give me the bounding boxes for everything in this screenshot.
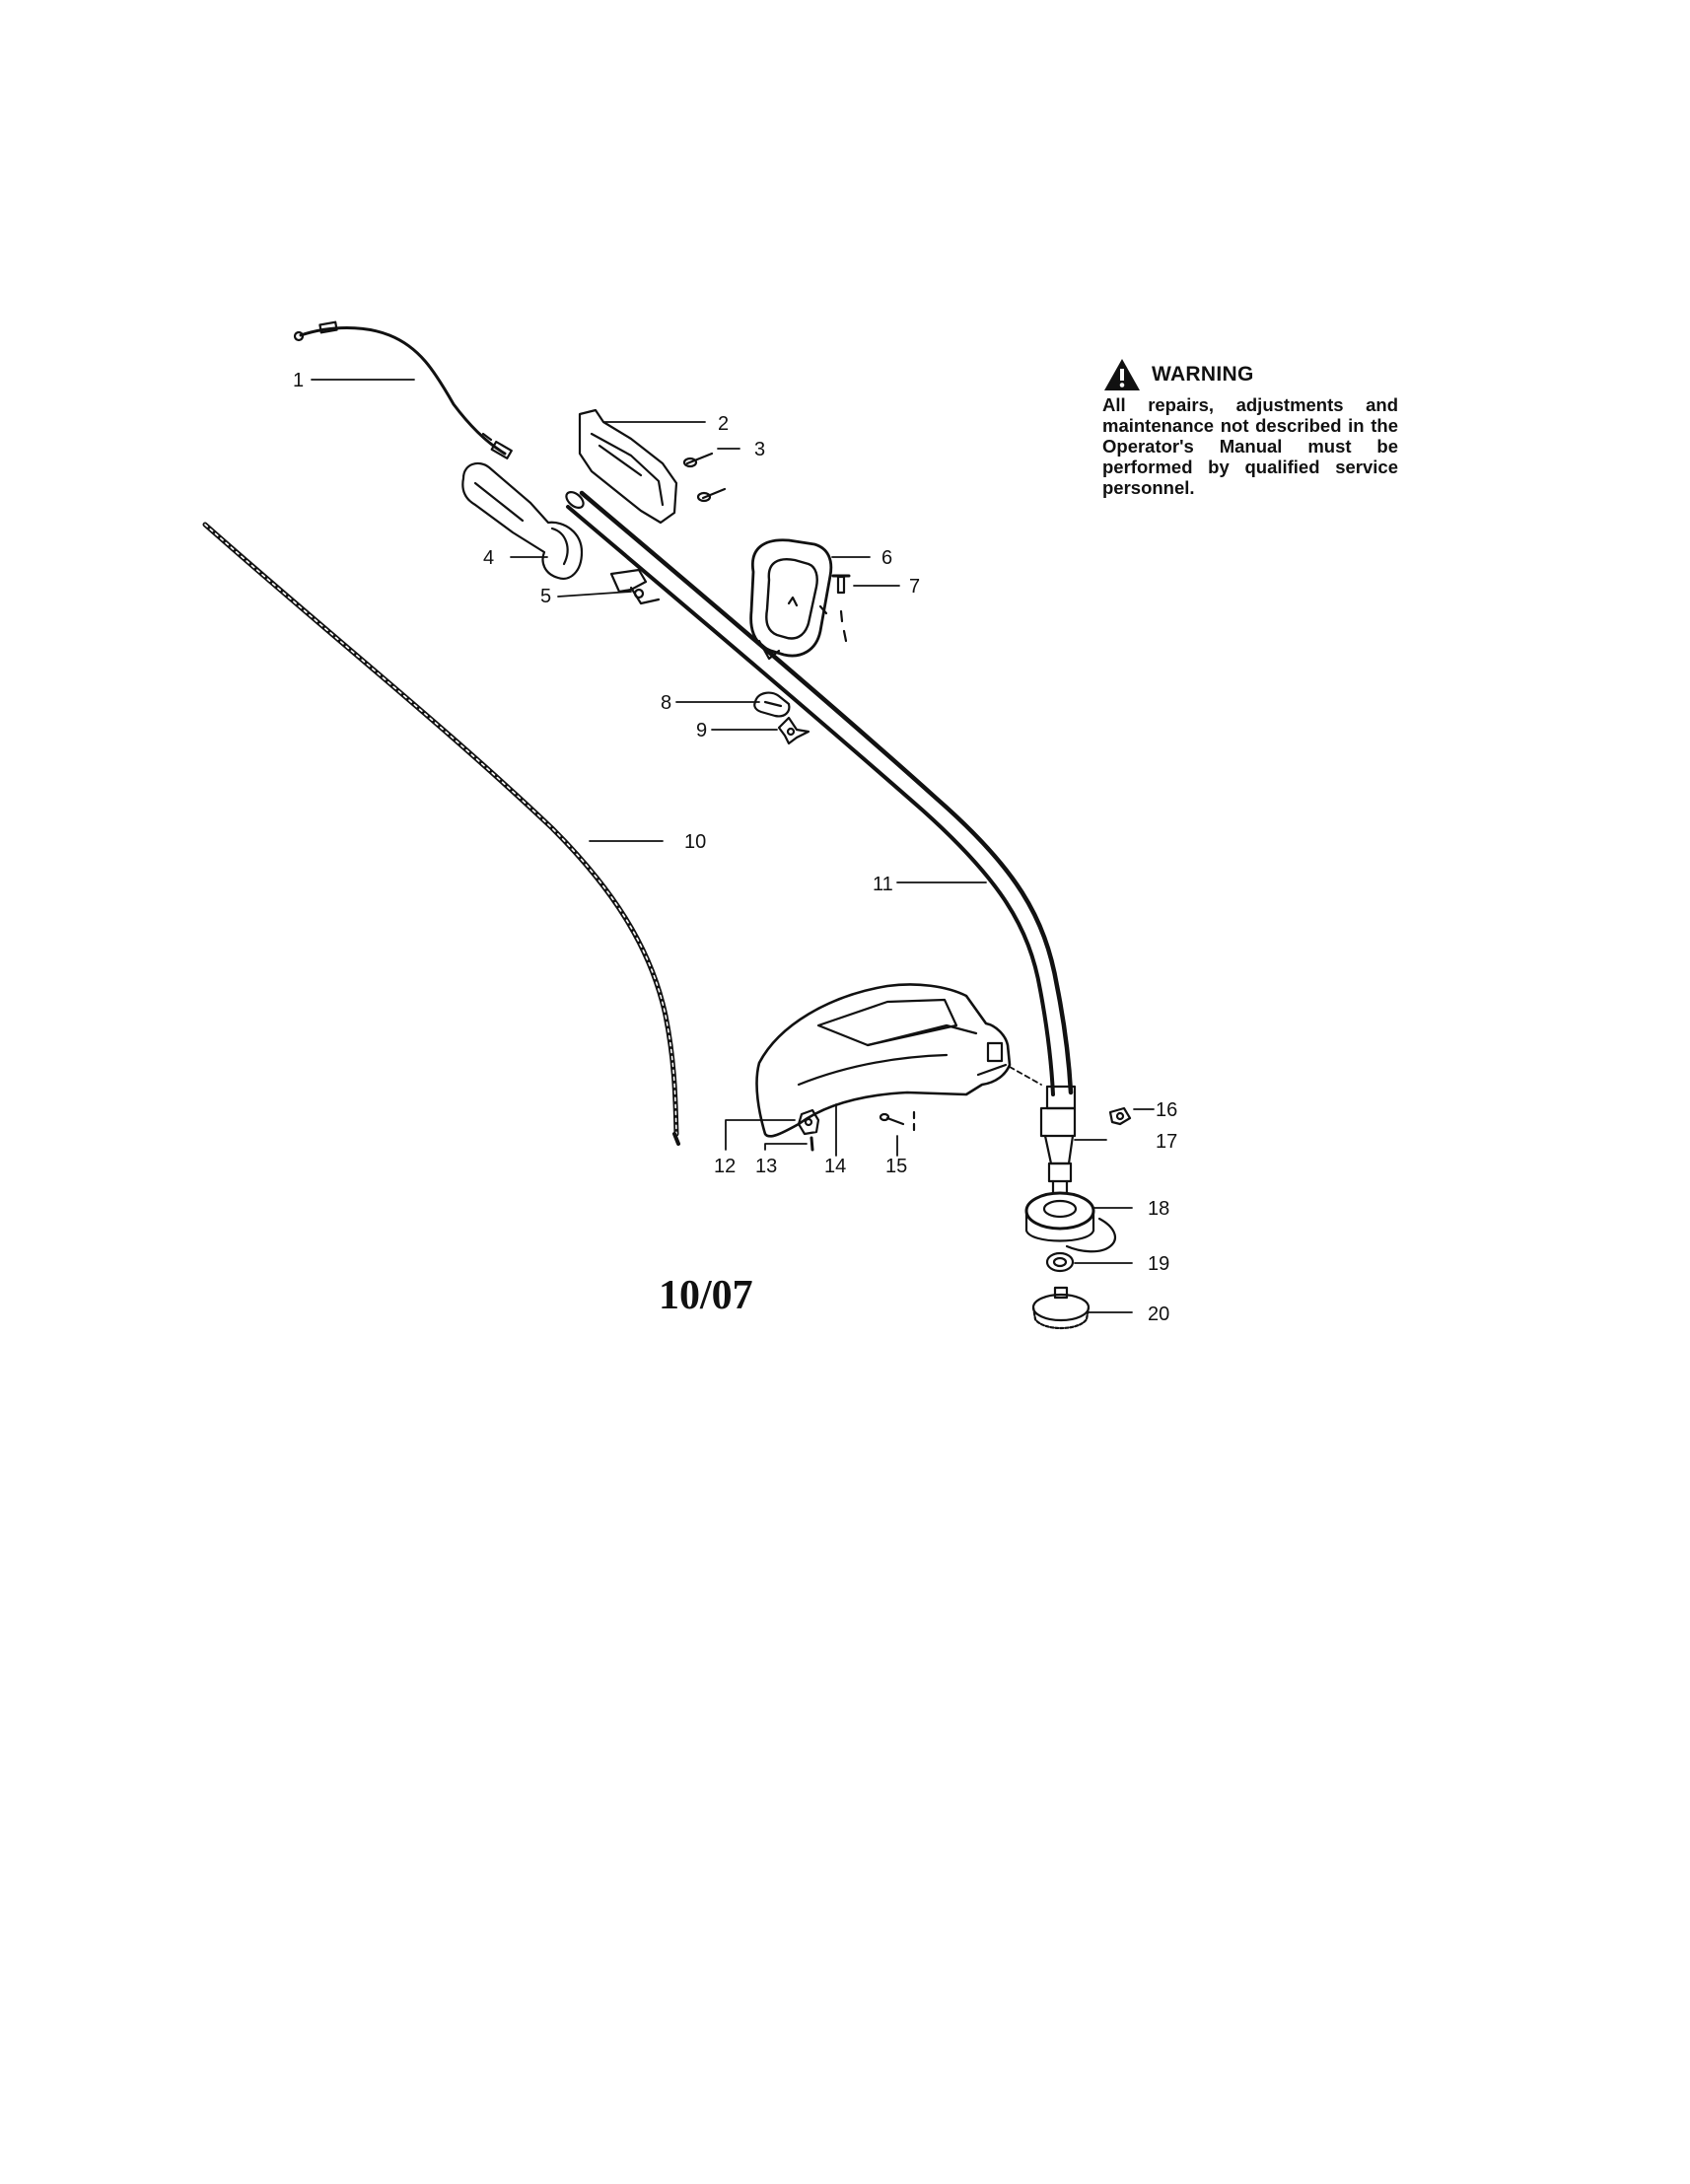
callout-1: 1 (293, 370, 304, 391)
part-10-drive-shaft (202, 522, 680, 1146)
warning-title: WARNING (1152, 363, 1254, 386)
part-9-wing-nut (777, 716, 810, 745)
warning-notice: WARNING All repairs, adjustments and mai… (1102, 357, 1398, 498)
part-12-nut (797, 1108, 820, 1136)
part-1-throttle-cable (293, 320, 513, 459)
callout-6: 6 (881, 547, 892, 569)
callout-10: 10 (684, 831, 706, 853)
part-5-throttle-trigger (609, 568, 661, 605)
callout-4: 4 (483, 547, 494, 569)
callout-7: 7 (909, 576, 920, 598)
callout-9: 9 (696, 720, 707, 741)
callout-20: 20 (1148, 1303, 1169, 1325)
callout-15: 15 (885, 1156, 907, 1177)
callout-2: 2 (718, 413, 729, 435)
date-code: 10/07 (659, 1273, 753, 1318)
part-19-washer (1045, 1251, 1075, 1273)
part-4-handle-grip (461, 461, 584, 580)
warning-header: WARNING (1102, 357, 1398, 392)
part-3-screws (682, 452, 727, 503)
part-7-screw (818, 574, 851, 643)
callout-labels: 1 2 3 4 5 6 7 8 9 10 11 12 13 14 15 16 1… (293, 370, 1177, 1325)
callout-19: 19 (1148, 1253, 1169, 1275)
callout-3: 3 (754, 439, 765, 460)
part-2-handle-housing (578, 408, 678, 525)
callout-13: 13 (755, 1156, 777, 1177)
part-18-spool (1024, 1191, 1116, 1253)
warning-body: All repairs, adjustments and maintenance… (1102, 394, 1398, 498)
part-20-bump-knob (1031, 1286, 1091, 1329)
callout-5: 5 (540, 586, 551, 607)
part-15-screw (879, 1110, 916, 1132)
part-11-shaft-housing (565, 490, 1074, 1096)
part-13-screw (810, 1136, 814, 1152)
callout-11: 11 (873, 874, 893, 895)
callout-17: 17 (1156, 1131, 1177, 1153)
part-16-clip (1108, 1106, 1132, 1126)
part-14-guard (755, 983, 1012, 1138)
part-8-clamp (753, 691, 791, 718)
callout-8: 8 (661, 692, 671, 714)
part-6-loop-handle (749, 538, 833, 661)
callout-12: 12 (714, 1156, 736, 1177)
callout-14: 14 (824, 1156, 846, 1177)
warning-triangle-icon (1104, 359, 1140, 390)
callout-18: 18 (1148, 1198, 1169, 1220)
leader-lines (311, 379, 1155, 1313)
callout-16: 16 (1156, 1099, 1177, 1121)
part-17-gear-head (1039, 1085, 1077, 1195)
